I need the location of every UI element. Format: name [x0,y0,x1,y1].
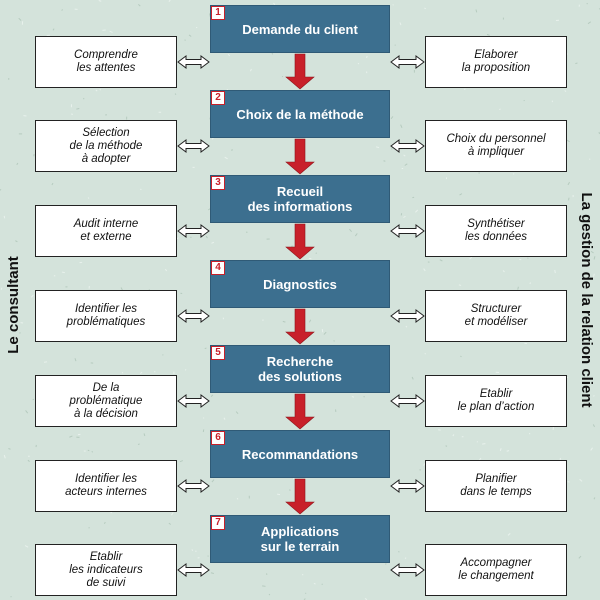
consultant-box-1: Comprendre les attentes [35,36,177,88]
step-3: 3 Recueil des informations [210,175,390,223]
consultant-box-3: Audit interne et externe [35,205,177,257]
relation-box-5: Etablir le plan d’action [425,375,567,427]
left-connector-5 [177,394,210,408]
left-connector-6 [177,479,210,493]
right-connector-4 [390,309,425,323]
relation-box-3: Synthétiser les données [425,205,567,257]
right-connector-6 [390,479,425,493]
down-arrow-6 [285,478,315,515]
left-connector-1 [177,55,210,69]
step-label: Demande du client [242,21,358,37]
step-label: Diagnostics [263,276,337,292]
down-arrow-5 [285,393,315,430]
left-connector-3 [177,224,210,238]
step-2: 2 Choix de la méthode [210,90,390,138]
step-4: 4 Diagnostics [210,260,390,308]
relation-box-7: Accompagner le changement [425,544,567,596]
left-connector-2 [177,139,210,153]
right-connector-2 [390,139,425,153]
right-connector-1 [390,55,425,69]
down-arrow-1 [285,53,315,90]
consultant-box-2: Sélection de la méthode à adopter [35,120,177,172]
step-label: Recueil des informations [247,184,353,214]
step-7: 7 Applications sur le terrain [210,515,390,563]
step-number: 3 [211,176,225,190]
step-number: 4 [211,261,225,275]
step-6: 6 Recommandations [210,430,390,478]
step-label: Recherche des solutions [258,354,342,384]
down-arrow-4 [285,308,315,345]
step-5: 5 Recherche des solutions [210,345,390,393]
relation-box-1: Elaborer la proposition [425,36,567,88]
relation-box-6: Planifier dans le temps [425,460,567,512]
step-label: Choix de la méthode [236,106,364,122]
step-number: 6 [211,431,225,445]
step-number: 7 [211,516,225,530]
step-number: 2 [211,91,225,105]
relation-box-2: Choix du personnel à impliquer [425,120,567,172]
right-connector-3 [390,224,425,238]
left-connector-4 [177,309,210,323]
down-arrow-3 [285,223,315,260]
left-connector-7 [177,563,210,577]
step-label: Recommandations [241,446,359,462]
step-label: Applications sur le terrain [260,524,340,554]
step-1: 1 Demande du client [210,5,390,53]
step-number: 1 [211,6,225,20]
consultant-box-7: Etablir les indicateurs de suivi [35,544,177,596]
consultant-box-5: De la problématique à la décision [35,375,177,427]
consultant-box-6: Identifier les acteurs internes [35,460,177,512]
down-arrow-2 [285,138,315,175]
step-number: 5 [211,346,225,360]
relation-box-4: Structurer et modéliser [425,290,567,342]
right-connector-5 [390,394,425,408]
right-connector-7 [390,563,425,577]
consultant-box-4: Identifier les problématiques [35,290,177,342]
